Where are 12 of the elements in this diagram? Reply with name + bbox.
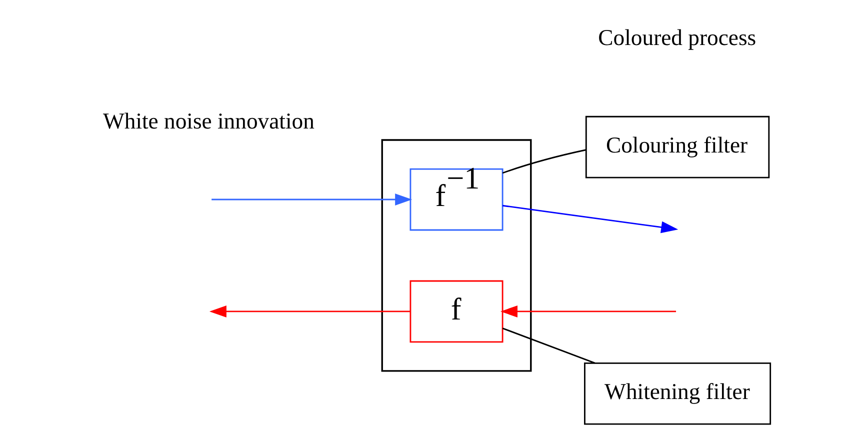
node-box: Whitening filter bbox=[584, 362, 772, 425]
connector bbox=[502, 149, 586, 174]
arrow bbox=[209, 306, 410, 318]
label: White noise innovation bbox=[103, 108, 314, 134]
node-box: Colouring filter bbox=[585, 116, 770, 178]
connector bbox=[502, 328, 596, 364]
arrow bbox=[502, 204, 678, 234]
arrow bbox=[212, 194, 412, 206]
label: Coloured process bbox=[598, 24, 756, 50]
cluster bbox=[381, 139, 532, 372]
node-box: f bbox=[410, 280, 504, 343]
arrow bbox=[500, 306, 676, 318]
